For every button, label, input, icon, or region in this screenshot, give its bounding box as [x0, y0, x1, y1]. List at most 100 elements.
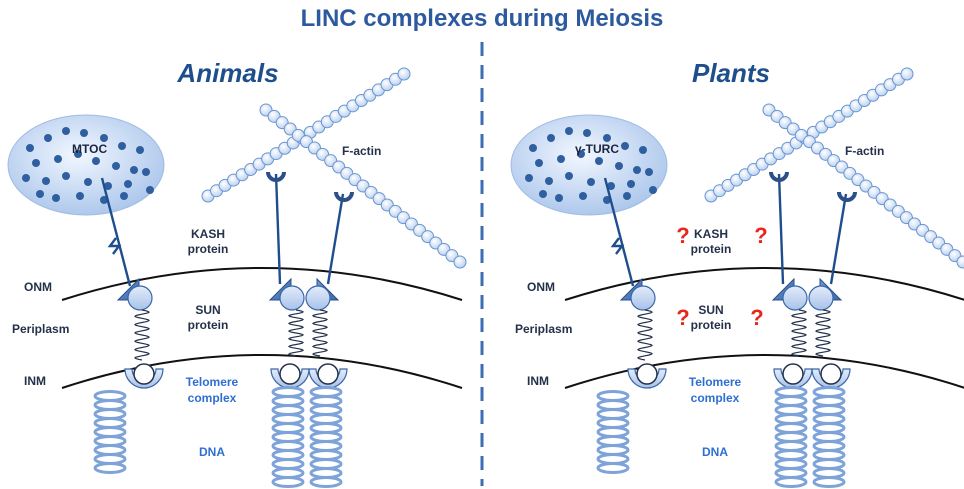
periplasm-label: Periplasm: [12, 322, 69, 336]
question-mark-icon: ?: [676, 305, 689, 330]
telomere-mid: [270, 363, 310, 389]
actin-bead: [397, 67, 411, 81]
actin-filament-1: [201, 67, 411, 203]
sun-protein-mid: [279, 285, 305, 311]
question-mark-icon: ?: [676, 223, 689, 248]
sun-head: [808, 285, 834, 311]
organelle-label: MTOC: [72, 142, 107, 156]
telomere-ring: [317, 363, 339, 385]
actin-bead: [956, 255, 964, 269]
sun-head: [782, 285, 808, 311]
telomere-label-2: complex: [691, 391, 740, 405]
telomere-ring: [636, 363, 658, 385]
organelle-dot: [621, 142, 629, 150]
telomere-label-2: complex: [188, 391, 237, 405]
question-mark-icon: ?: [754, 223, 767, 248]
coil-left: [133, 309, 151, 361]
telomere-ring: [820, 363, 842, 385]
dna-turn: [774, 476, 808, 488]
sun-protein-left: [127, 285, 153, 311]
organelle-dot: [545, 177, 553, 185]
kash-hinge-icon: [107, 237, 122, 255]
kash-label-2: protein: [691, 242, 732, 256]
sun-head: [279, 285, 305, 311]
organelle-dot: [639, 146, 647, 154]
actin-binding-cup-right: [837, 191, 857, 202]
organelle-dot: [595, 157, 603, 165]
actin-binding-cup-right: [334, 191, 354, 202]
organelle-dot: [80, 129, 88, 137]
panel-heading: Animals: [176, 58, 278, 88]
organelle-dot: [535, 159, 543, 167]
telomere-label-1: Telomere: [689, 375, 742, 389]
organelle-dot: [104, 182, 112, 190]
kash-stalk-mid: [777, 173, 785, 285]
kash-stalk-left: [100, 177, 132, 287]
telomere-ring: [133, 363, 155, 385]
actin-binding-cup-mid: [266, 171, 286, 182]
organelle-dot: [62, 172, 70, 180]
dna-left: [93, 390, 127, 474]
organelle-dot: [44, 134, 52, 142]
kash-label-2: protein: [188, 242, 229, 256]
organelle-dot: [74, 150, 82, 158]
coil-mid: [790, 309, 808, 357]
dna-mid: [774, 386, 808, 488]
organelle-dot: [100, 134, 108, 142]
organelle-dot: [555, 194, 563, 202]
factin-label: F-actin: [342, 144, 381, 158]
coil-mid: [287, 309, 305, 357]
organelle-dot: [26, 144, 34, 152]
sun-head: [305, 285, 331, 311]
onm-label: ONM: [527, 280, 555, 294]
sun-protein-right: [305, 285, 331, 311]
organelle-dot: [565, 172, 573, 180]
organelle-dot: [547, 134, 555, 142]
dna-turn: [596, 462, 630, 474]
organelle-dot: [118, 142, 126, 150]
organelle-dot: [136, 146, 144, 154]
question-mark-icon: ?: [750, 305, 763, 330]
inm-membrane: [564, 354, 964, 389]
telomere-left: [124, 363, 164, 389]
coil-right: [814, 309, 832, 357]
actin-bead: [453, 255, 467, 269]
factin-label: F-actin: [845, 144, 884, 158]
kash-stalk-left: [603, 177, 635, 287]
onm-membrane: [61, 267, 463, 301]
telomere-mid: [773, 363, 813, 389]
telomere-left: [627, 363, 667, 389]
dna-mid: [271, 386, 305, 488]
organelle-dot: [583, 129, 591, 137]
inm-label: INM: [527, 374, 549, 388]
actin-filament-2: [762, 103, 964, 269]
kash-hinge-icon: [610, 237, 625, 255]
organelle-dot: [124, 180, 132, 188]
organelle-dot: [54, 155, 62, 163]
organelle-dot: [36, 190, 44, 198]
organelle-dot: [607, 182, 615, 190]
coil-left: [636, 309, 654, 361]
sun-protein-mid: [782, 285, 808, 311]
dna-turn: [271, 476, 305, 488]
organelle-dot: [577, 150, 585, 158]
organelle-dot: [112, 162, 120, 170]
dna-turn: [93, 462, 127, 474]
organelle-dot: [529, 144, 537, 152]
dna-turn: [309, 476, 343, 488]
organelle-dot: [557, 155, 565, 163]
sun-label-2: protein: [188, 318, 229, 332]
organelle-dot: [633, 166, 641, 174]
telomere-right: [811, 363, 851, 389]
organelle-dot: [627, 180, 635, 188]
sun-label-2: protein: [691, 318, 732, 332]
organelle-dot: [565, 127, 573, 135]
organelle-dot: [603, 134, 611, 142]
organelle-dot: [587, 178, 595, 186]
sun-label-1: SUN: [698, 303, 723, 317]
organelle-dot: [52, 194, 60, 202]
organelle-dot: [623, 192, 631, 200]
organelle-dot: [146, 186, 154, 194]
